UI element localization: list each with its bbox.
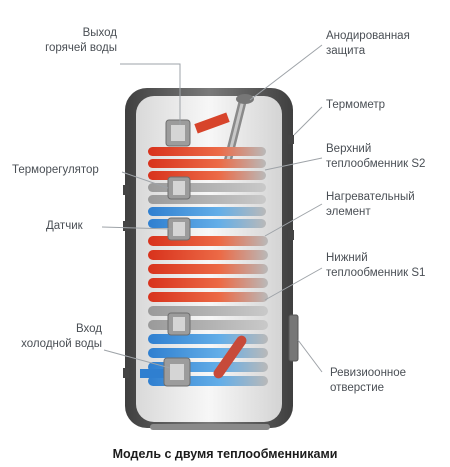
- label-thermometer: Термометр: [326, 99, 386, 111]
- label-lower-heat-exchanger: Нижний теплообменник S1: [326, 252, 426, 279]
- upper-heat-exchanger-coil: [148, 147, 266, 228]
- fitting-lower-exchanger: [167, 312, 191, 336]
- label-hot-water-outlet: Выход горячей воды: [45, 27, 117, 54]
- leader-thermometer: [293, 106, 323, 136]
- label-sensor: Датчик: [46, 220, 83, 232]
- inspection-hole-cover: [288, 314, 299, 362]
- label-upper-heat-exchanger: Верхний теплообменник S2: [326, 143, 426, 170]
- label-anode-protection: Анодированная защита: [326, 30, 410, 57]
- leader-hot-outlet: [120, 63, 181, 125]
- label-heating-element: Нагревательный элемент: [326, 191, 415, 218]
- fitting-sensor: [167, 217, 191, 241]
- port-left-cold: [123, 368, 129, 378]
- diagram-caption: Модель с двумя теплообменниками: [112, 447, 338, 461]
- fittings: [163, 119, 191, 387]
- port-heating-element: [288, 230, 294, 240]
- tank-foot: [150, 424, 270, 430]
- port-thermometer: [288, 135, 294, 144]
- leader-anode: [249, 44, 323, 101]
- leader-cold-inlet: [103, 349, 171, 369]
- label-thermostat: Терморегулятор: [12, 164, 99, 176]
- side-ports: [123, 135, 299, 378]
- hot-outlet-pipe: [194, 112, 230, 134]
- label-inspection-hole: Ревизиоонное отверстие: [330, 367, 407, 394]
- leader-lines: [101, 44, 323, 373]
- leader-lower-exchanger: [264, 267, 323, 301]
- leader-thermostat: [121, 171, 169, 189]
- cold-inlet-pipe: [140, 369, 178, 378]
- port-left-sensor: [123, 221, 129, 231]
- fitting-cold-inlet: [163, 357, 191, 387]
- leader-sensor: [101, 226, 173, 230]
- fitting-hot-outlet: [165, 119, 191, 147]
- leader-upper-exchanger: [264, 157, 323, 171]
- port-left-thermostat: [123, 185, 129, 195]
- leader-inspection-hole: [297, 339, 323, 373]
- fitting-thermostat: [167, 176, 191, 200]
- label-cold-water-inlet: Вход холодной воды: [21, 323, 102, 350]
- leader-heating-element: [264, 203, 323, 237]
